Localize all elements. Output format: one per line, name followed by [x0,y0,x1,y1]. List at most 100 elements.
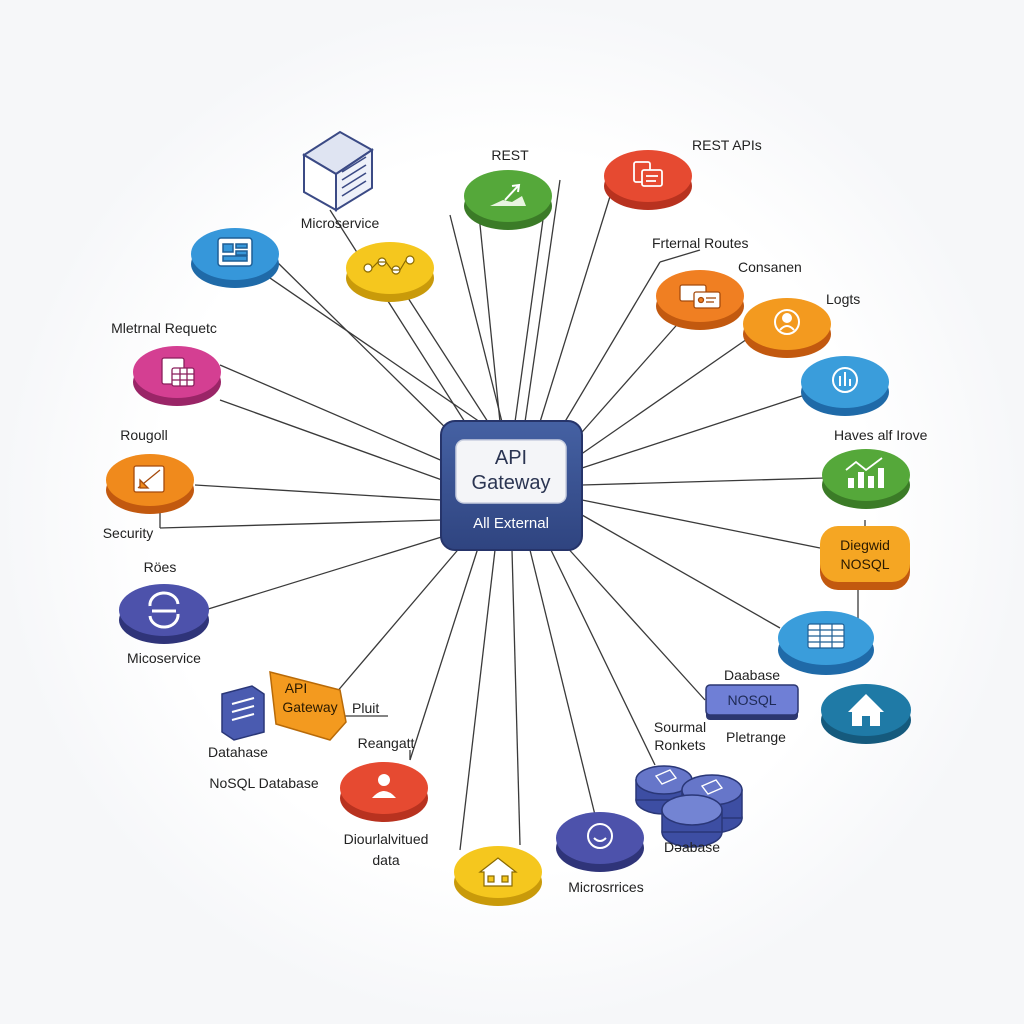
label-badge-gateway: Gateway [282,699,337,715]
sync-icon [148,591,180,629]
database-icon [654,769,724,795]
label-microservice-left: Micoservice [127,650,201,666]
user-icon [372,774,396,798]
edge [524,179,561,423]
folder-grid-icon [161,357,195,387]
label-mletrnal-request: Mletrnal Requetc [111,320,217,336]
hub-title-box [455,439,567,504]
documents-icon [633,161,663,187]
node-database-cluster[interactable] [635,765,743,848]
edge [574,309,691,441]
edge [219,399,443,481]
node-frternal-routes[interactable] [656,270,744,330]
label-rougoll: Rougoll [120,427,167,443]
label-distributed-2: data [372,852,399,868]
edges [159,179,866,851]
hub-title-line2: Gateway [472,472,551,494]
edge [549,547,656,766]
edge [659,249,701,263]
edge [274,259,459,441]
node-mletrnal-request[interactable] [133,346,221,406]
label-haves-alf-irove: Haves alf Irove [834,427,928,443]
edge [159,519,443,529]
house-icon [478,857,518,887]
edge [204,534,449,611]
home-icon [848,694,884,726]
label-sourmal: Sourmal [654,719,706,735]
node-blue-top-left[interactable] [191,228,279,288]
edge [559,261,661,431]
node-rest[interactable] [464,170,552,230]
edge [579,329,761,456]
label-microservice-top: Microservice [301,215,380,231]
edge [329,544,463,701]
label-nosql-database: NoSQL Database [209,775,318,791]
label-nosql-box: NOSQL [727,692,776,708]
label-frternal-routes: Frternal Routes [652,235,748,251]
edge [449,214,503,423]
label-logs: Logts [826,291,860,307]
node-yellow-top[interactable] [346,242,434,302]
edge [581,389,821,469]
label-sourmal-ronkets: Ronkets [654,737,705,753]
label-diegwid: Diegwid [840,537,890,553]
node-rougoll[interactable] [106,454,194,514]
edit-icon [133,465,165,493]
node-rest-apis[interactable] [604,150,692,210]
node-api-gateway-badge[interactable]: API Gateway [269,671,347,741]
node-microservice-top[interactable] [302,130,374,212]
edge [581,514,781,629]
node-reangatt[interactable] [340,762,428,822]
label-badge-api: API [285,680,308,696]
dashboard-icon [217,237,253,267]
edge [459,549,496,851]
network-nodes-icon [363,255,415,275]
node-haves-alf-irove[interactable] [822,449,910,509]
node-blue-table[interactable] [778,611,874,675]
server-icon [341,156,367,197]
label-security: Security [103,525,154,541]
chat-icon [587,823,613,849]
edge [329,209,471,431]
edge [194,484,443,501]
edge [477,204,501,423]
hub-title-line1: API [495,447,527,469]
label-microservices-bottom: Microsrrices [568,879,643,895]
label-database-left: Datahase [208,744,268,760]
edge [581,477,826,486]
api-gateway-hub[interactable]: API Gateway All External [440,420,583,551]
label-rest: REST [491,147,529,163]
user-badge-icon [774,309,800,335]
hub-subtitle: All External [473,515,549,532]
edge [234,253,481,423]
edge [514,204,546,423]
label-pletrange: Pletrange [726,729,786,745]
label-roles: Röes [144,559,177,575]
label-consanen: Consanen [738,259,802,275]
node-diegwid-nosql[interactable]: Diegwid NOSQL [820,526,910,590]
edge [511,549,521,846]
edge [219,364,446,463]
node-database-nosql[interactable]: NOSQL [705,684,799,720]
edge [409,547,479,761]
chart-target-icon [832,367,858,393]
edge [529,549,596,816]
edge [539,189,613,423]
label-rest-apis: REST APIs [692,137,762,153]
node-teal-home[interactable] [821,684,911,744]
node-logs[interactable] [743,298,831,358]
upload-chart-icon [490,183,526,206]
node-yellow-house[interactable] [454,846,542,906]
node-datahase-doc[interactable] [221,685,265,741]
edge [564,544,706,701]
node-microservice-left[interactable] [119,584,209,644]
node-blue-right[interactable] [801,356,889,416]
edge [581,499,821,549]
label-diegwid-nosql: NOSQL [840,556,889,572]
label-pluit: Pluit [352,700,379,716]
id-cards-icon [679,284,721,309]
node-microservices-bottom[interactable] [556,812,644,872]
trend-chart-icon [845,457,884,488]
